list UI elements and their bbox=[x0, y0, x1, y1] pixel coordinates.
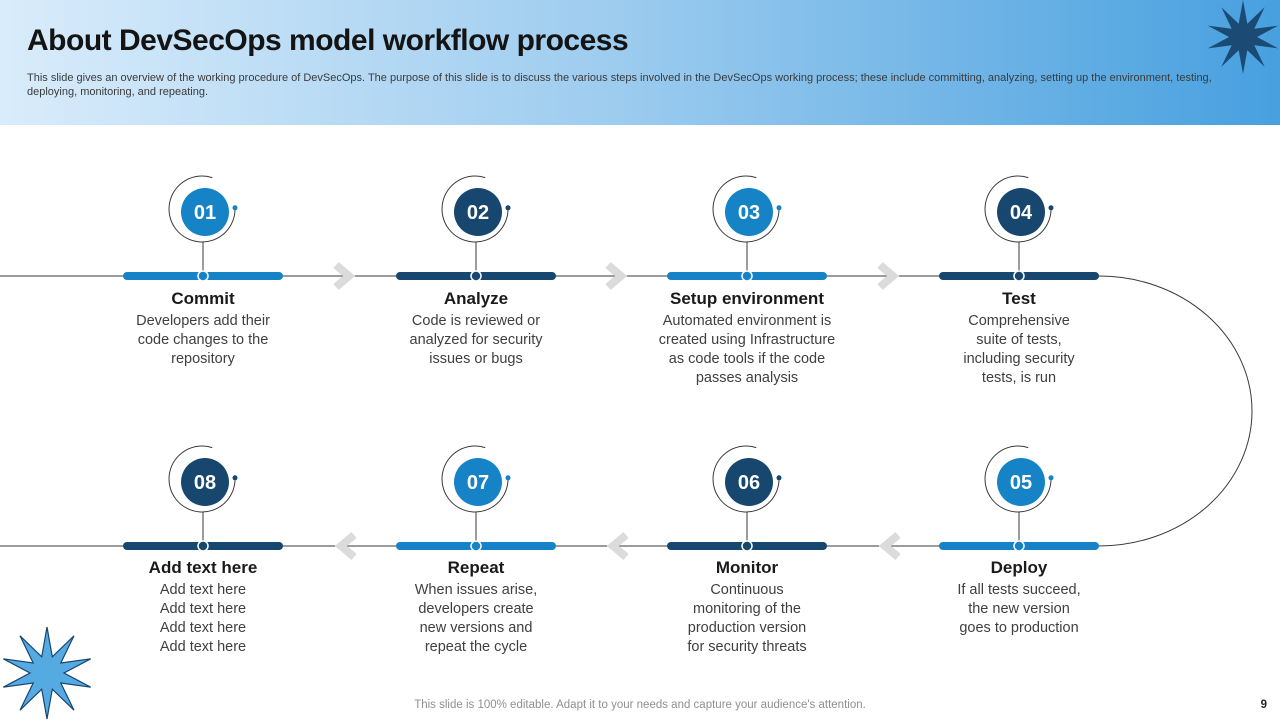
ring-arc-end-dot bbox=[776, 205, 782, 211]
step-ring-arc bbox=[712, 445, 780, 513]
chevron-left-icon-3 bbox=[878, 531, 901, 561]
step-text-07: Repeat When issues arise, developers cre… bbox=[366, 557, 586, 657]
step-ring-arc bbox=[984, 445, 1052, 513]
starburst-decoration-bottom-left bbox=[3, 626, 91, 720]
junction-dot bbox=[470, 270, 482, 282]
step-description: Code is reviewed or analyzed for securit… bbox=[409, 313, 543, 367]
step-ring-arc bbox=[168, 445, 236, 513]
step-number-circle bbox=[454, 188, 502, 236]
step-number: 04 bbox=[1010, 202, 1033, 224]
step-marker-01: 01 bbox=[123, 175, 283, 282]
step-number: 06 bbox=[738, 472, 760, 494]
step-title: Commit bbox=[171, 289, 235, 308]
step-title: Monitor bbox=[715, 558, 779, 577]
step-ring-arc bbox=[712, 175, 780, 243]
step-number: 01 bbox=[194, 202, 216, 224]
header-band: About DevSecOps model workflow process T… bbox=[0, 0, 1280, 125]
ring-arc-end-dot bbox=[505, 205, 511, 211]
ring-arc-end-dot bbox=[505, 475, 511, 481]
chevron-right-icon-1 bbox=[333, 261, 356, 291]
step-description: If all tests succeed, the new version go… bbox=[957, 582, 1081, 636]
step-number: 03 bbox=[738, 202, 760, 224]
step-text-03: Setup environment Automated environment … bbox=[637, 288, 857, 388]
chevron-right-icon-2 bbox=[605, 261, 628, 291]
ring-arc-end-dot bbox=[1048, 205, 1054, 211]
ring-arc-end-dot bbox=[232, 205, 238, 211]
step-ring-arc bbox=[441, 445, 509, 513]
step-title: Repeat bbox=[447, 558, 505, 577]
step-number-circle bbox=[181, 458, 229, 506]
step-marker-04: 04 bbox=[939, 175, 1099, 282]
step-marker-05: 05 bbox=[939, 445, 1099, 552]
step-text-01: Commit Developers add their code changes… bbox=[93, 288, 313, 369]
junction-dot bbox=[741, 270, 753, 282]
step-title: Setup environment bbox=[670, 289, 824, 308]
step-title: Test bbox=[1002, 289, 1036, 308]
footer-note: This slide is 100% editable. Adapt it to… bbox=[414, 699, 866, 711]
flow-uturn-curve bbox=[1098, 275, 1253, 547]
step-ring-arc bbox=[168, 175, 236, 243]
step-description: Continuous monitoring of the production … bbox=[687, 582, 807, 655]
chevron-left-icon-1 bbox=[334, 531, 357, 561]
step-text-05: Deploy If all tests succeed, the new ver… bbox=[909, 557, 1129, 638]
step-number: 07 bbox=[467, 472, 489, 494]
step-number-circle bbox=[725, 188, 773, 236]
step-title: Add text here bbox=[148, 558, 258, 577]
step-number-circle bbox=[997, 188, 1045, 236]
ring-arc-end-dot bbox=[1048, 475, 1054, 481]
step-marker-03: 03 bbox=[667, 175, 827, 282]
starburst-decoration-top-right bbox=[1207, 0, 1279, 74]
step-ring-arc bbox=[441, 175, 509, 243]
page-title: About DevSecOps model workflow process bbox=[27, 24, 629, 57]
step-title: Deploy bbox=[990, 558, 1048, 577]
step-marker-07: 07 bbox=[396, 445, 556, 552]
junction-dot bbox=[470, 540, 482, 552]
step-number-circle bbox=[454, 458, 502, 506]
junction-dot bbox=[1013, 540, 1025, 552]
step-text-04: Test Comprehensive suite of tests, inclu… bbox=[909, 288, 1129, 388]
step-text-06: Monitor Continuous monitoring of the pro… bbox=[637, 557, 857, 657]
junction-dot bbox=[197, 540, 209, 552]
step-number-circle bbox=[997, 458, 1045, 506]
step-marker-02: 02 bbox=[396, 175, 556, 282]
chevron-left-icon-2 bbox=[606, 531, 629, 561]
ring-arc-end-dot bbox=[776, 475, 782, 481]
ring-arc-end-dot bbox=[232, 475, 238, 481]
step-description: Automated environment is created using I… bbox=[658, 313, 836, 386]
step-number: 05 bbox=[1010, 472, 1032, 494]
step-number: 08 bbox=[194, 472, 216, 494]
junction-dot bbox=[1013, 270, 1025, 282]
step-number-circle bbox=[725, 458, 773, 506]
step-description: Comprehensive suite of tests, including … bbox=[963, 313, 1075, 386]
step-description: Add text here Add text here Add text her… bbox=[159, 582, 247, 655]
page-number: 9 bbox=[1260, 699, 1267, 711]
step-text-08: Add text here Add text here Add text her… bbox=[93, 557, 313, 657]
starburst-icon bbox=[3, 626, 91, 720]
step-text-02: Analyze Code is reviewed or analyzed for… bbox=[366, 288, 586, 369]
step-description: When issues arise, developers create new… bbox=[414, 582, 538, 655]
step-number: 02 bbox=[467, 202, 489, 224]
page-subtitle: This slide gives an overview of the work… bbox=[27, 72, 1212, 98]
step-ring-arc bbox=[984, 175, 1052, 243]
step-marker-08: 08 bbox=[123, 445, 283, 552]
step-title: Analyze bbox=[443, 289, 509, 308]
step-marker-06: 06 bbox=[667, 445, 827, 552]
starburst-icon bbox=[1207, 0, 1279, 74]
chevron-right-icon-3 bbox=[877, 261, 900, 291]
step-number-circle bbox=[181, 188, 229, 236]
step-description: Developers add their code changes to the… bbox=[136, 313, 270, 367]
junction-dot bbox=[197, 270, 209, 282]
junction-dot bbox=[741, 540, 753, 552]
